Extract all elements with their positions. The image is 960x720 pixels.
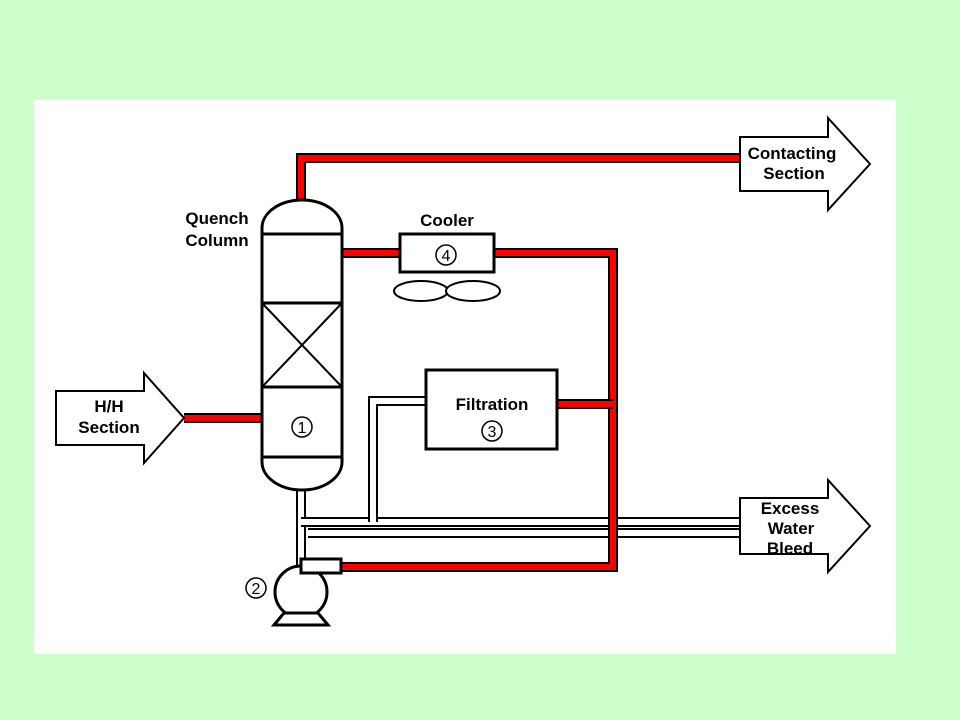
- cooler: 4: [393, 232, 501, 302]
- process-flow-diagram: 1 4 3 2 Conta: [55, 115, 872, 627]
- water-stream-lines: [296, 396, 742, 570]
- overhead-vapor-line: [296, 153, 742, 202]
- quench-column: 1: [260, 198, 344, 492]
- filtration-feed-line: [368, 396, 426, 522]
- cooler-fan-left: [393, 280, 449, 302]
- filtration-number: 3: [488, 424, 497, 441]
- cooler-number: 4: [442, 248, 451, 265]
- contacting-label-line1: Contacting: [748, 144, 837, 163]
- column-number-circle: [291, 416, 313, 438]
- excess-water-bleed-arrow: [739, 477, 872, 575]
- hh-label-line1: H/H: [94, 397, 123, 416]
- pump-number: 2: [252, 581, 261, 598]
- cooler-label: Cooler: [420, 211, 474, 230]
- cooler-fan-right: [445, 280, 501, 302]
- filtration-unit: 3: [424, 368, 559, 451]
- diagram-panel: 1 4 3 2 Conta: [34, 100, 896, 654]
- pump: 2: [245, 557, 343, 627]
- red-stream-lines: [184, 153, 742, 572]
- quench-label-line2: Column: [185, 231, 248, 250]
- filtration-label: Filtration: [456, 395, 529, 414]
- hh-section-arrow: [55, 370, 186, 466]
- hh-label-line2: Section: [78, 418, 139, 437]
- contacting-label-line2: Section: [763, 164, 824, 183]
- excess-label-line3: Bleed: [767, 539, 813, 558]
- contacting-section-arrow: [739, 115, 872, 213]
- excess-label-line2: Water: [768, 519, 815, 538]
- excess-label-line1: Excess: [761, 499, 820, 518]
- column-number: 1: [298, 420, 307, 437]
- quench-label-line1: Quench: [185, 209, 248, 228]
- pump-discharge-nozzle: [299, 557, 343, 575]
- pump-base: [270, 611, 332, 627]
